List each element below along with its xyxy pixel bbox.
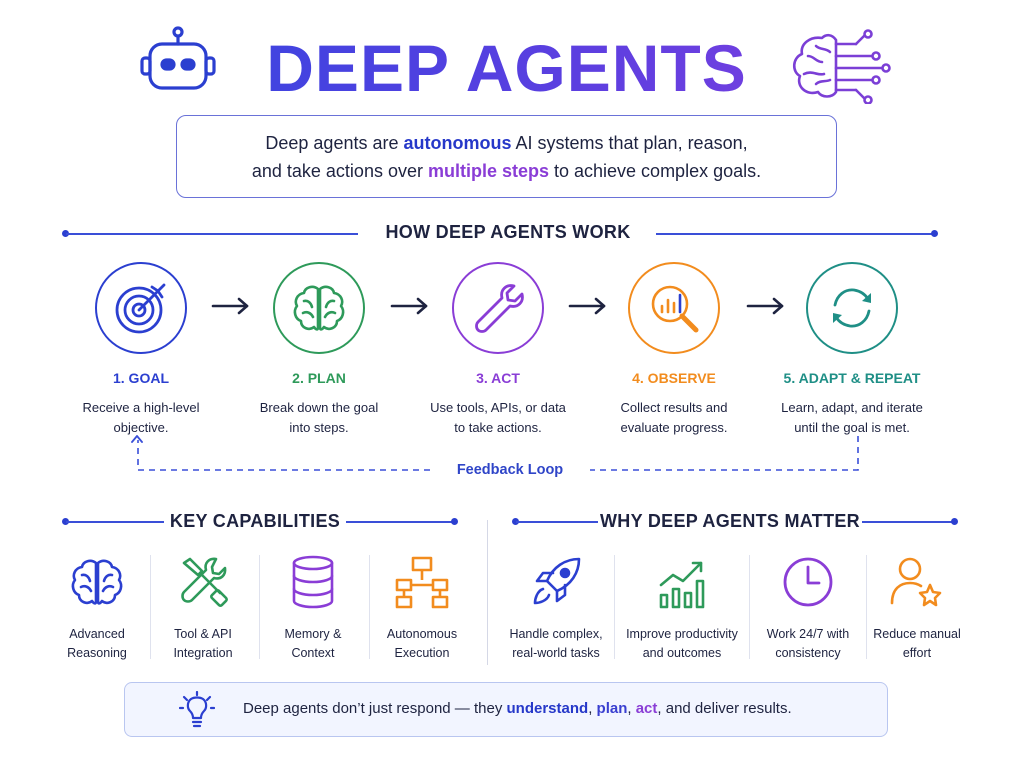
step-description: Receive a high-level objective. [82, 400, 200, 435]
step-title: 5. ADAPT & REPEAT [783, 370, 921, 386]
capability-tool-api-integration: Tool & API Integration [148, 553, 258, 663]
page-title: DEEP AGENTS [0, 30, 1013, 106]
section-line [66, 233, 358, 235]
step-plan: 2. PLAN Break down the goal into steps. [231, 262, 407, 438]
section-divider [487, 520, 488, 665]
step-title: 3. ACT [476, 370, 520, 386]
intro-line-2: and take actions over multiple steps to … [251, 161, 762, 181]
step-description: Use tools, APIs, or data to take actions… [430, 400, 566, 435]
rocket-icon [533, 557, 581, 605]
highlight-autonomous: autonomous [403, 133, 512, 153]
tools-icon [181, 557, 228, 607]
section-dot [62, 230, 69, 237]
highlight-understand: understand [506, 700, 589, 717]
section-line [862, 521, 954, 523]
highlight-act: act [635, 700, 658, 717]
why-matter-heading: WHY DEEP AGENTS MATTER [600, 511, 860, 531]
flowchart-icon [395, 556, 449, 609]
arrow-right-icon [211, 297, 249, 315]
section-line [346, 521, 454, 523]
benefit-reduce-manual-effort: Reduce manual effort [866, 553, 968, 663]
how-it-works-heading: HOW DEEP AGENTS WORK [385, 222, 631, 242]
capability-autonomous-execution: Autonomous Execution [367, 553, 477, 663]
arrow-right-icon [390, 297, 428, 315]
column-divider [614, 555, 615, 659]
benefit-label: Reduce manual effort [873, 627, 961, 660]
section-line [656, 233, 934, 235]
growth-chart-icon [659, 561, 705, 609]
benefit-handle-complex-tasks: Handle complex, real-world tasks [500, 553, 612, 663]
step-adapt-repeat: 5. ADAPT & REPEAT Learn, adapt, and iter… [764, 262, 940, 438]
brain-icon [71, 559, 123, 605]
capability-advanced-reasoning: Advanced Reasoning [42, 553, 152, 663]
section-line [66, 521, 164, 523]
highlight-multiple-steps: multiple steps [427, 161, 549, 181]
refresh-cycle-icon [833, 288, 871, 328]
benefit-label: Improve productivity and outcomes [626, 627, 738, 660]
section-dot [931, 230, 938, 237]
wrench-icon [475, 284, 524, 333]
benefit-label: Handle complex, real-world tasks [509, 627, 603, 660]
capability-label: Advanced Reasoning [67, 627, 127, 660]
arrow-right-icon [746, 297, 784, 315]
benefit-label: Work 24/7 with consistency [766, 627, 850, 660]
tagline-box: Deep agents don’t just respond — they un… [124, 682, 888, 737]
column-divider [259, 555, 260, 659]
step-description: Break down the goal into steps. [259, 400, 379, 435]
header: DEEP AGENTS [0, 16, 1013, 112]
user-star-icon [890, 557, 942, 607]
capability-label: Tool & API Integration [173, 627, 233, 660]
column-divider [150, 555, 151, 659]
step-title: 1. GOAL [112, 370, 169, 386]
highlight-plan: plan [596, 700, 628, 717]
feedback-loop-line [137, 436, 859, 471]
capability-label: Autonomous Execution [386, 627, 458, 660]
intro-line-1: Deep agents are autonomous AI systems th… [265, 133, 748, 153]
chart-magnifier-icon [651, 285, 699, 333]
tagline-text: Deep agents don’t just respond — they un… [243, 700, 792, 717]
column-divider [866, 555, 867, 659]
benefit-work-24-7: Work 24/7 with consistency [752, 553, 864, 663]
lightbulb-icon [179, 691, 215, 728]
capability-memory-context: Memory & Context [258, 553, 368, 663]
arrow-up-icon [131, 435, 143, 443]
column-divider [749, 555, 750, 659]
section-dot [62, 518, 69, 525]
database-icon [292, 555, 334, 609]
step-title: 2. PLAN [292, 370, 346, 386]
feedback-loop-label: Feedback Loop [430, 462, 590, 478]
intro-box: Deep agents are autonomous AI systems th… [176, 115, 837, 198]
step-goal: 1. GOAL Receive a high-level objective. [53, 262, 229, 438]
brain-circuit-icon [792, 29, 891, 104]
clock-icon [783, 557, 833, 607]
step-act: 3. ACT Use tools, APIs, or data to take … [410, 262, 586, 438]
section-dot [951, 518, 958, 525]
section-dot [512, 518, 519, 525]
step-description: Collect results and evaluate progress. [620, 400, 728, 435]
target-icon [115, 283, 166, 334]
brain-icon [293, 285, 345, 331]
section-line [516, 521, 598, 523]
benefit-improve-productivity: Improve productivity and outcomes [616, 553, 748, 663]
step-observe: 4. OBSERVE Collect results and evaluate … [586, 262, 762, 438]
step-title: 4. OBSERVE [632, 370, 716, 386]
capability-label: Memory & Context [284, 627, 342, 660]
section-dot [451, 518, 458, 525]
step-description: Learn, adapt, and iterate until the goal… [781, 400, 923, 435]
column-divider [369, 555, 370, 659]
key-capabilities-heading: KEY CAPABILITIES [169, 511, 341, 531]
arrow-right-icon [568, 297, 606, 315]
robot-icon [140, 26, 216, 90]
